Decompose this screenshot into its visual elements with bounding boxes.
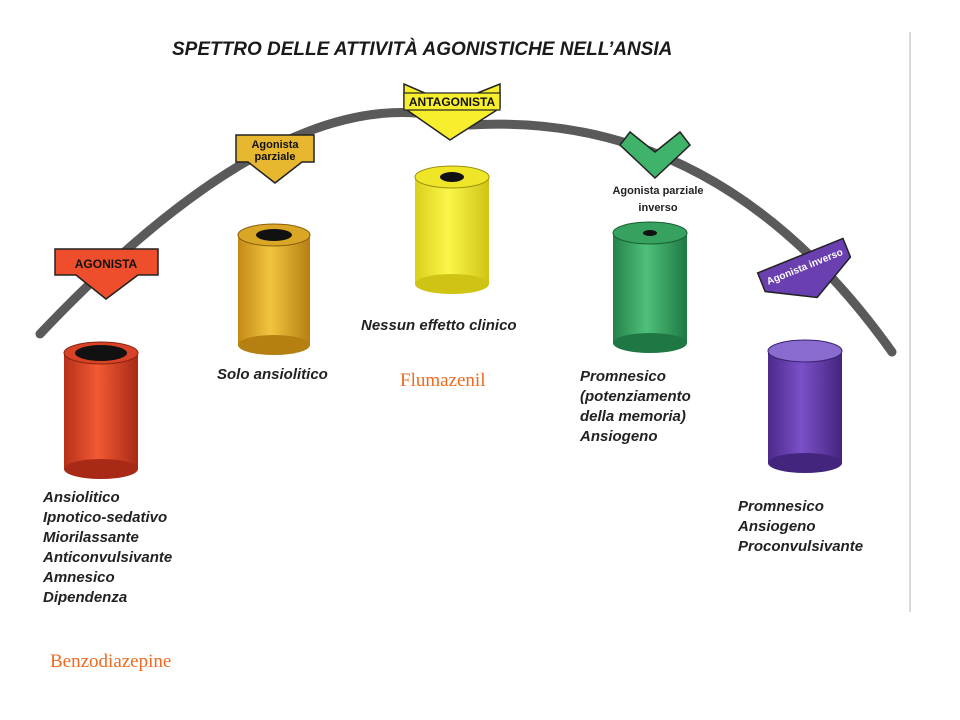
effect-item: Proconvulsivante	[738, 538, 863, 555]
antagonista-badge: ANTAGONISTA	[403, 82, 501, 141]
effect-item: Promnesico	[580, 368, 666, 385]
benzodiazepine-label: Benzodiazepine	[50, 651, 171, 672]
effect-item: Promnesico	[738, 498, 824, 515]
agonista-inverso-cylinder	[767, 339, 843, 473]
antagonista-badge-label: ANTAGONISTA	[409, 95, 496, 109]
agonista-parziale-badge-line2: parziale	[255, 151, 296, 163]
effect-item: Amnesico	[42, 569, 115, 586]
agonista-parziale-badge-line1: Agonista	[251, 139, 299, 151]
effect-item: (potenziamento	[580, 388, 691, 405]
agonista-parziale-inverso-cylinder	[612, 221, 688, 353]
effect-item: Ipnotico-sedativo	[43, 509, 167, 526]
agonista-inverso-effects: Promnesico Ansiogeno Proconvulsivante	[737, 498, 863, 555]
flumazenil-label: Flumazenil	[400, 370, 485, 391]
agonista-badge-label: AGONISTA	[75, 257, 138, 271]
agonista-parziale-cylinder	[237, 223, 311, 355]
agonista-cylinder	[63, 341, 139, 479]
effect-item: Anticonvulsivante	[42, 549, 172, 566]
effect-item: Ansiolitico	[42, 489, 120, 506]
effect-item: Ansiogeno	[579, 428, 658, 445]
effect-item: Miorilassante	[43, 529, 139, 546]
agonista-effects: Ansiolitico Ipnotico-sedativo Miorilassa…	[42, 489, 172, 606]
agonista-parziale-badge: Agonista parziale	[235, 134, 315, 184]
diagram-title: SPETTRO DELLE ATTIVITÀ AGONISTICHE NELL’…	[172, 38, 672, 60]
agonista-parziale-inverso-label-line2: inverso	[638, 202, 677, 214]
agonista-parziale-inverso-effects: Promnesico (potenziamento della memoria)…	[579, 368, 691, 445]
effect-item: della memoria)	[580, 408, 686, 425]
agonista-parziale-inverso-badge	[618, 130, 692, 180]
agonista-parziale-effect: Solo ansiolitico	[217, 366, 328, 383]
antagonista-effect: Nessun effetto clinico	[361, 317, 517, 334]
agonista-parziale-inverso-label-line1: Agonista parziale	[612, 185, 703, 197]
agonista-badge: AGONISTA	[54, 248, 159, 300]
antagonista-cylinder	[414, 165, 490, 294]
effect-item: Dipendenza	[43, 589, 127, 606]
effect-item: Ansiogeno	[737, 518, 816, 535]
